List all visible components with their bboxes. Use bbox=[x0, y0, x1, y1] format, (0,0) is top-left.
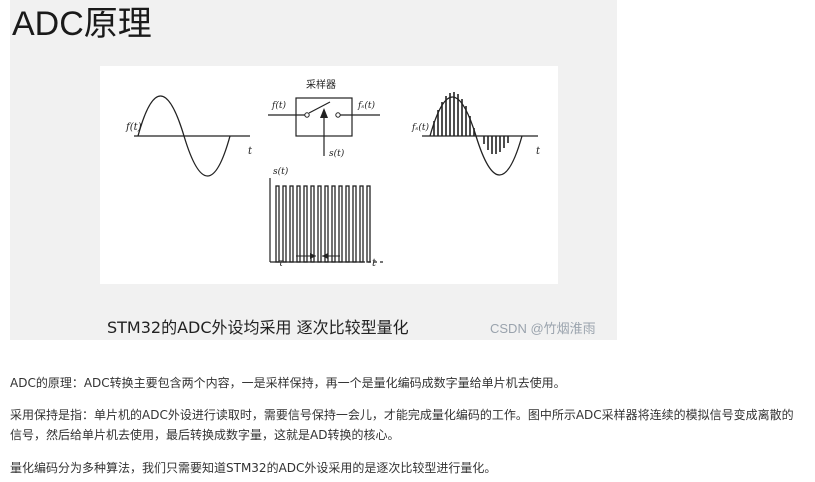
adc-diagram: f(t) t 采样器 f(t) fₛ(t) s(t) bbox=[100, 66, 558, 284]
pulse-train-plot: s(t) τ t bbox=[269, 166, 386, 269]
slide-image: ADC原理 f(t) t 采样器 f(t) fₛ( bbox=[10, 0, 617, 340]
adc-diagram-svg: f(t) t 采样器 f(t) fₛ(t) s(t) bbox=[125, 78, 541, 269]
sampled-signal-plot: fₛ(t) t bbox=[411, 92, 541, 176]
t-label-left: t bbox=[248, 146, 253, 157]
analog-signal-plot: f(t) t bbox=[125, 95, 253, 177]
paragraph-adc-principle: ADC的原理：ADC转换主要包含两个内容，一是采样保持，再一个是量化编码成数字量… bbox=[10, 376, 566, 390]
t-label-right: t bbox=[536, 146, 541, 157]
sampler-input-label: f(t) bbox=[271, 100, 286, 111]
slide-title: ADC原理 bbox=[12, 5, 152, 43]
paragraph-sample-hold: 采用保持是指：单片机的ADC外设进行读取时，需要信号保持一会儿，才能完成量化编码… bbox=[10, 408, 794, 442]
fs-t-label: fₛ(t) bbox=[411, 122, 429, 133]
sampler-label: 采样器 bbox=[306, 78, 336, 91]
pulse-s-t-label: s(t) bbox=[273, 166, 289, 177]
paragraph-quantization: 量化编码分为多种算法，我们只需要知道STM32的ADC外设采用的是逐次比较型进行… bbox=[10, 461, 497, 475]
sampler-control-label: s(t) bbox=[329, 148, 345, 159]
sampler-output-label: fₛ(t) bbox=[357, 100, 375, 111]
csdn-watermark: CSDN @竹烟淮雨 bbox=[490, 321, 596, 336]
sampler-block: 采样器 f(t) fₛ(t) s(t) bbox=[268, 78, 380, 159]
t-label-bottom: t bbox=[372, 258, 377, 269]
tau-label: τ bbox=[278, 258, 284, 269]
slide-caption: STM32的ADC外设均采用 逐次比较型量化 bbox=[107, 318, 409, 337]
f-t-label: f(t) bbox=[125, 122, 142, 133]
